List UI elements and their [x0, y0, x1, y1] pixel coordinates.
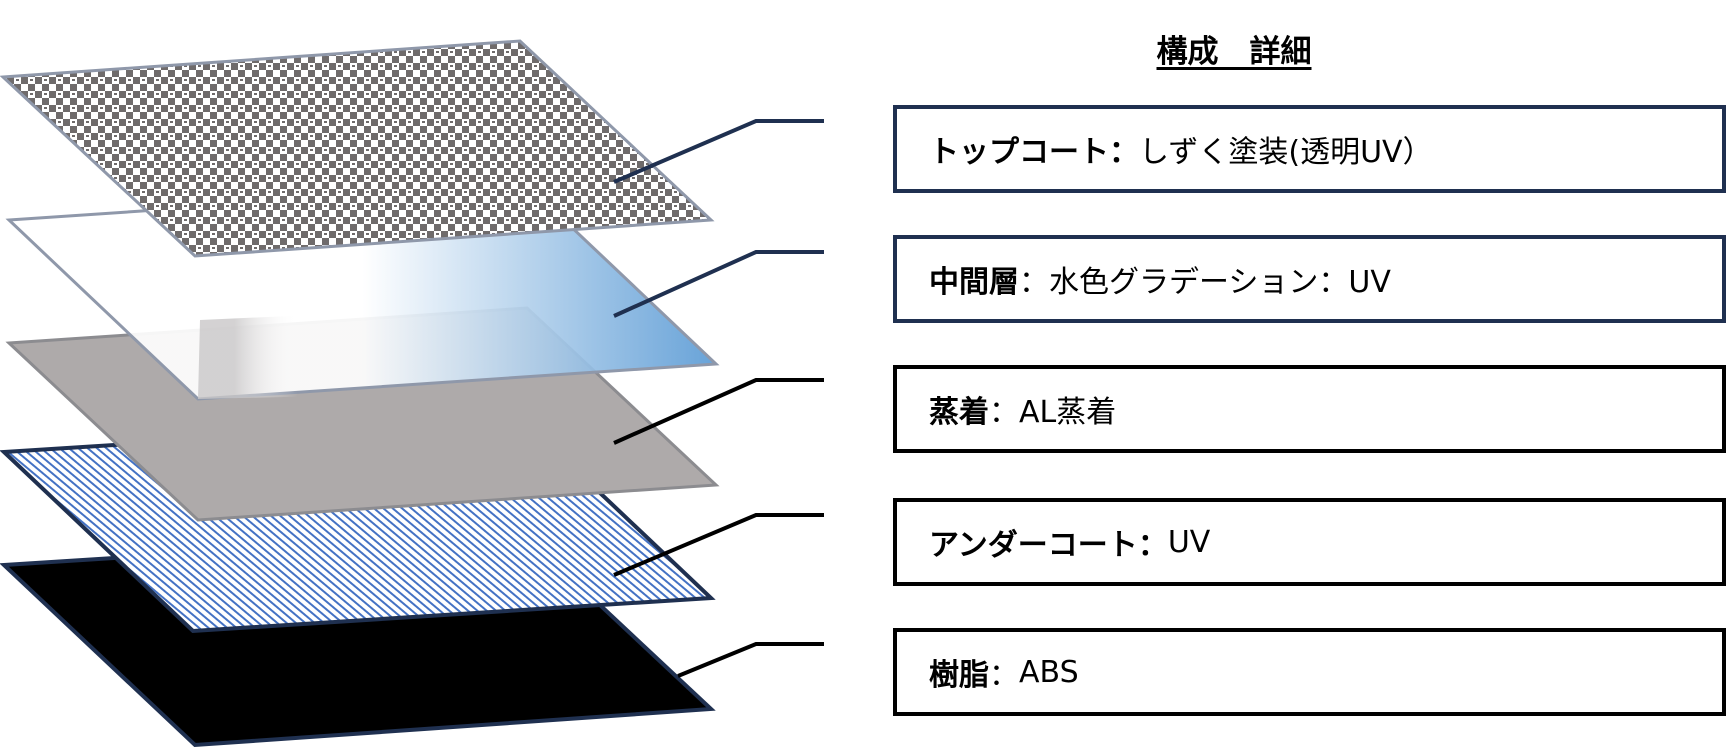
separator: ：	[1137, 528, 1168, 563]
separator: ：	[1109, 135, 1139, 170]
layer-value: 水色グラデーション：UV	[1049, 265, 1391, 300]
diagram-title: 構成 詳細	[1156, 34, 1312, 70]
layer-topcoat	[0, 39, 715, 258]
leader-line-resin	[677, 642, 824, 678]
separator: ：	[989, 658, 1019, 693]
layer-value: しずく塗装(透明UV）	[1139, 135, 1433, 170]
layer-label-intermediate: 中間層：水色グラデーション：UV	[893, 235, 1726, 323]
leader-line-intermediate	[613, 250, 824, 318]
layer-name: アンダーコート	[929, 528, 1138, 563]
layer-label-deposition: 蒸着：AL蒸着	[893, 365, 1726, 453]
layer-name: 蒸着	[929, 395, 989, 430]
layer-value: AL蒸着	[1019, 395, 1117, 430]
leader-line-topcoat	[613, 119, 824, 184]
separator: ：	[1019, 265, 1049, 300]
layer-label-undercoat: アンダーコート：UV	[893, 498, 1726, 586]
layer-name: 樹脂	[929, 658, 989, 693]
layer-value: ABS	[1019, 654, 1079, 690]
layer-name: トップコート	[929, 135, 1109, 170]
layer-label-resin: 樹脂：ABS	[893, 628, 1726, 716]
layer-label-topcoat: トップコート：しずく塗装(透明UV）	[893, 105, 1726, 193]
leader-line-undercoat	[613, 513, 824, 577]
leader-line-deposition	[613, 378, 824, 445]
layer-name: 中間層	[929, 265, 1019, 300]
separator: ：	[989, 395, 1019, 430]
layer-value: UV	[1167, 524, 1211, 560]
layer-intermediate-shade	[198, 312, 380, 399]
